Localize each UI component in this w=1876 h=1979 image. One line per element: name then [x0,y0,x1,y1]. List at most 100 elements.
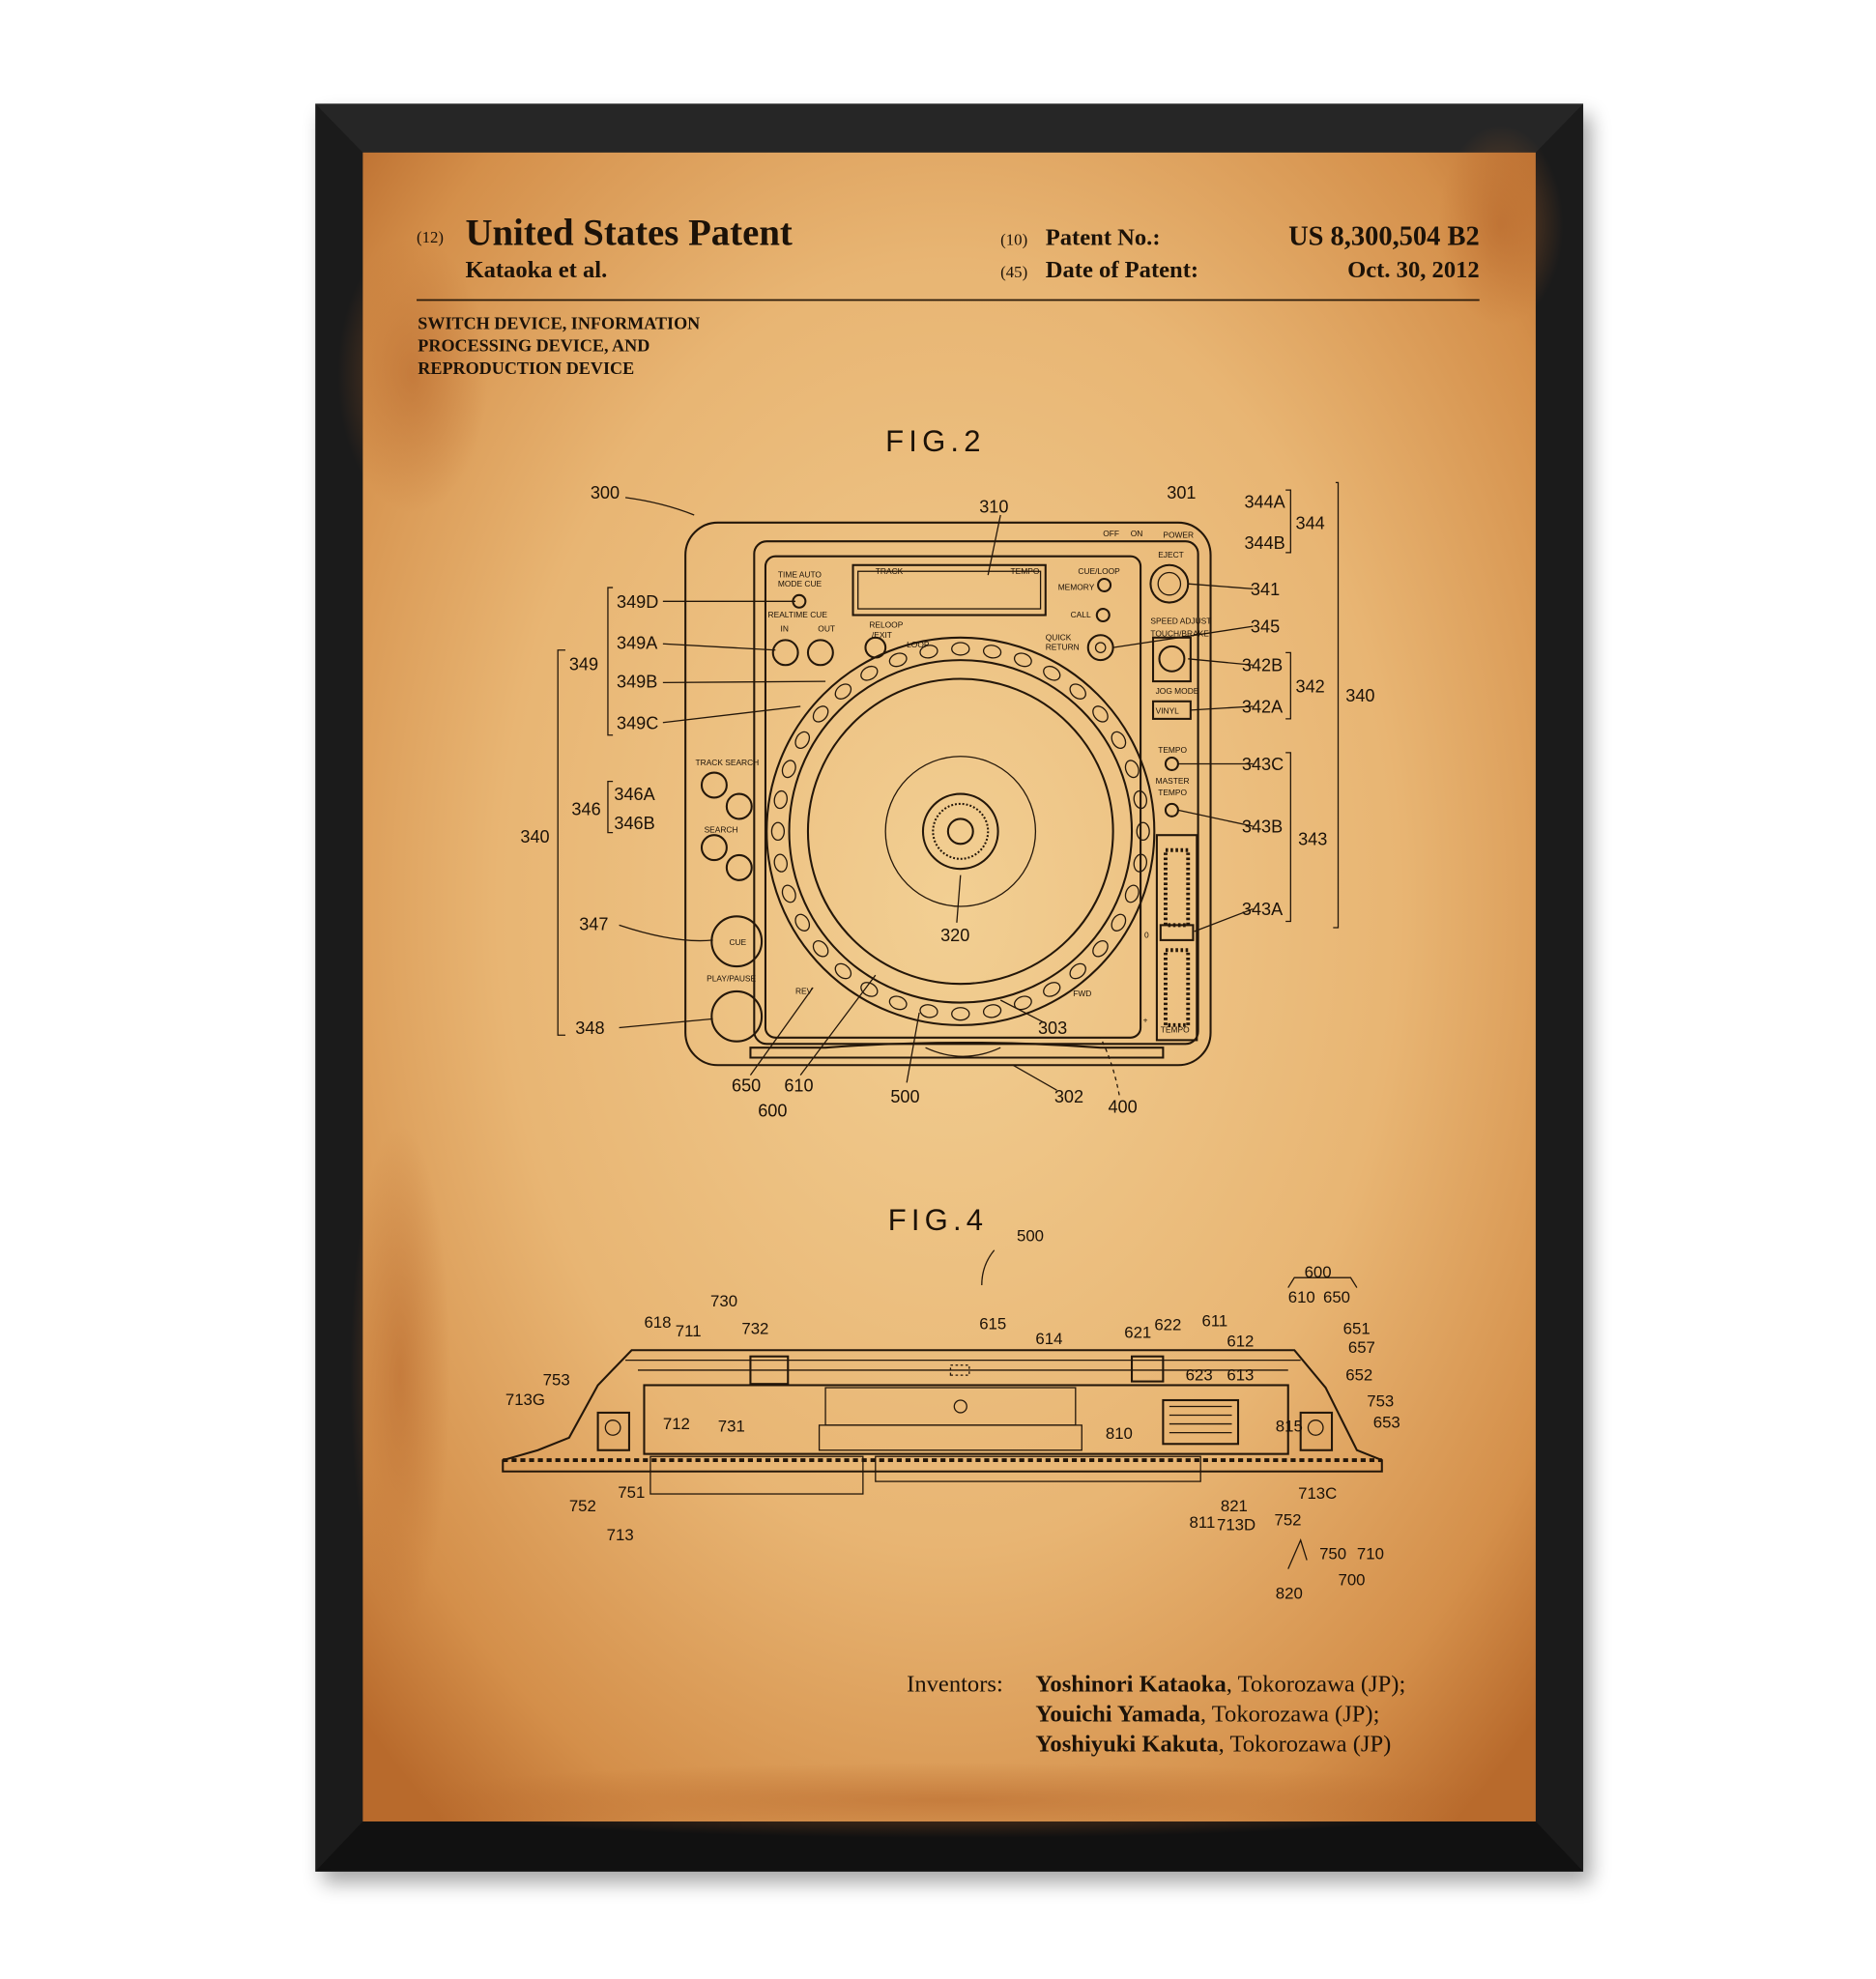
reference-numeral: 301 [1167,483,1196,502]
jog-ring-light [781,760,796,779]
code-12: (12) [417,228,444,246]
tempo-slider [1155,834,1198,1042]
code-45: (45) [1000,263,1027,281]
reference-numeral: 342B [1242,656,1283,675]
reference-numeral: 752 [1275,1510,1302,1529]
panel-label: FWD [1073,989,1091,998]
panel-label: TRACK [876,566,904,576]
jog-ring-light [1124,760,1140,779]
jog-ring-light [834,683,852,700]
reference-numeral: 611 [1201,1312,1227,1331]
reference-numeral: 651 [1343,1319,1371,1337]
reference-numeral: 300 [591,483,620,502]
reference-numeral: 349C [617,713,658,732]
jog-ring-light [1069,962,1086,980]
panel-label: VINYL [1156,706,1180,716]
reference-numeral: 810 [1106,1424,1133,1443]
reference-numeral: 349 [569,654,598,674]
jog-ring-light [1013,652,1032,668]
panel-label: TRACK SEARCH [696,758,760,767]
figure-2: FIG.2 [520,424,1374,1120]
jog-ring-light [1043,665,1061,681]
panel-label: TOUCH/BRAKE [1150,629,1209,639]
reference-numeral: 621 [1124,1323,1151,1341]
reference-numeral: 710 [1357,1544,1384,1563]
reference-numeral: 342A [1242,697,1284,716]
reference-numeral: 614 [1035,1330,1062,1348]
reference-numeral: 653 [1373,1413,1400,1431]
jog-ring-light [794,731,811,750]
reference-numeral: 342 [1296,677,1325,697]
reference-numeral: 610 [1288,1288,1315,1306]
reference-numeral: 345 [1251,617,1280,637]
reference-numeral: 344A [1244,492,1285,511]
panel-label: OUT [818,623,835,633]
panel-label: TEMPO [1158,788,1187,797]
jog-ring-light [1111,731,1127,750]
inventor-2: Youichi Yamada, Tokorozawa (JP); [1035,1701,1379,1727]
jog-ring-light [982,645,1002,659]
reference-numeral: 712 [663,1415,690,1433]
cue-button [710,915,764,968]
reference-numeral: 348 [575,1018,604,1038]
jog-ring-light [1136,821,1150,842]
reference-numeral: 713G [505,1391,545,1409]
jog-ring-light [1013,995,1032,1011]
inventor-1: Yoshinori Kataoka, Tokorozawa (JP); [1035,1671,1405,1697]
inventor-1-place: , Tokorozawa (JP); [1227,1671,1406,1697]
jog-ring-light [773,853,788,873]
reference-numeral: 613 [1227,1365,1254,1384]
jog-ring-light [1043,982,1061,997]
panel-label: + [1143,1015,1148,1024]
reference-numeral: 343B [1242,817,1283,837]
jog-ring-light [1092,940,1109,958]
jog-ring-light [773,789,788,810]
panel-label: PLAY/PAUSE [707,974,756,984]
jog-ring-light [951,642,970,656]
code-10: (10) [1000,231,1027,249]
reference-numeral: 753 [1367,1391,1394,1410]
panel-label: CUE/LOOP [1078,566,1120,576]
panel-label: QUICK [1046,632,1072,642]
reference-numeral: 650 [1323,1288,1350,1306]
reference-numeral: 346A [614,785,655,804]
reference-numeral: 320 [940,926,969,945]
reference-numeral: 713D [1217,1516,1255,1534]
reference-numeral: 711 [676,1322,702,1340]
reference-numeral: 303 [1038,1018,1067,1038]
reference-numeral: 500 [890,1087,919,1106]
reference-numeral: 600 [758,1101,787,1120]
inventor-3-place: , Tokorozawa (JP) [1219,1732,1392,1758]
jog-ring-light [812,705,829,723]
reference-numeral: 346B [614,814,654,833]
jog-ring-light [1124,884,1140,903]
panel-label: /EXIT [872,630,892,640]
title-line-3: REPRODUCTION DEVICE [418,359,634,378]
jog-ring-light [860,665,879,681]
panel-label: TEMPO [1158,745,1187,755]
panel-label: TIME AUTO [778,570,823,580]
panel-label: POWER [1163,530,1194,539]
reference-numeral: 622 [1154,1316,1181,1334]
play-pause-button [710,990,764,1043]
jog-ring-light [1092,705,1109,723]
jog-ring-light [951,1007,970,1021]
reference-numeral: 612 [1227,1332,1254,1350]
reference-numeral: 615 [979,1314,1006,1333]
panel-label: MEMORY [1058,583,1095,592]
reference-numeral: 340 [520,827,549,846]
reference-numeral: 343C [1242,755,1284,774]
panel-label: EJECT [1158,550,1184,559]
inventors-label: Inventors: [907,1671,1003,1697]
reference-numeral: 713 [607,1526,634,1544]
fig2-title: FIG.2 [885,424,985,458]
fig4-title: FIG.4 [888,1203,988,1237]
panel-label: REALTIME CUE [768,610,828,619]
reference-numeral: 650 [732,1076,761,1095]
reference-numeral: 344 [1296,513,1325,532]
jog-ring-light [860,982,879,997]
title-line-1: SWITCH DEVICE, INFORMATION [418,313,700,332]
jog-ring-light [888,995,908,1011]
reference-numeral: 652 [1345,1365,1372,1384]
